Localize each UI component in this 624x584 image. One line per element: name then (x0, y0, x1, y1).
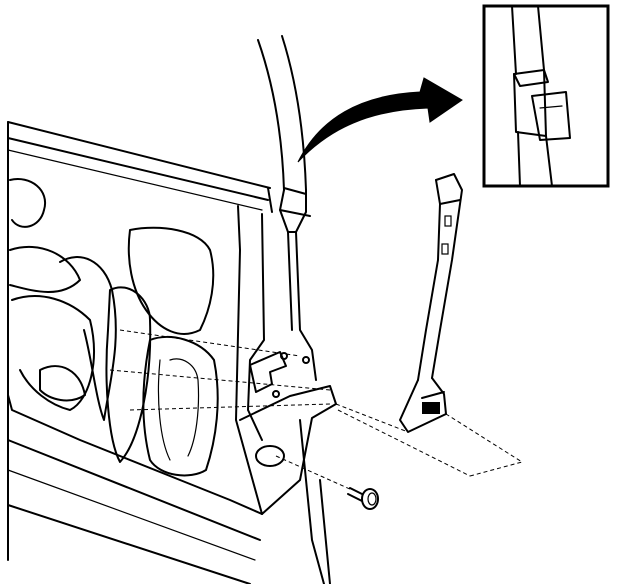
retaining-screw (275, 455, 379, 510)
curved-arrow (297, 77, 463, 163)
pillar-guide-channel (399, 173, 463, 433)
door-inner-panel (7, 121, 337, 584)
detail-inset (482, 4, 610, 188)
alignment-lines (335, 403, 524, 477)
door-frame-pillar (257, 35, 317, 381)
